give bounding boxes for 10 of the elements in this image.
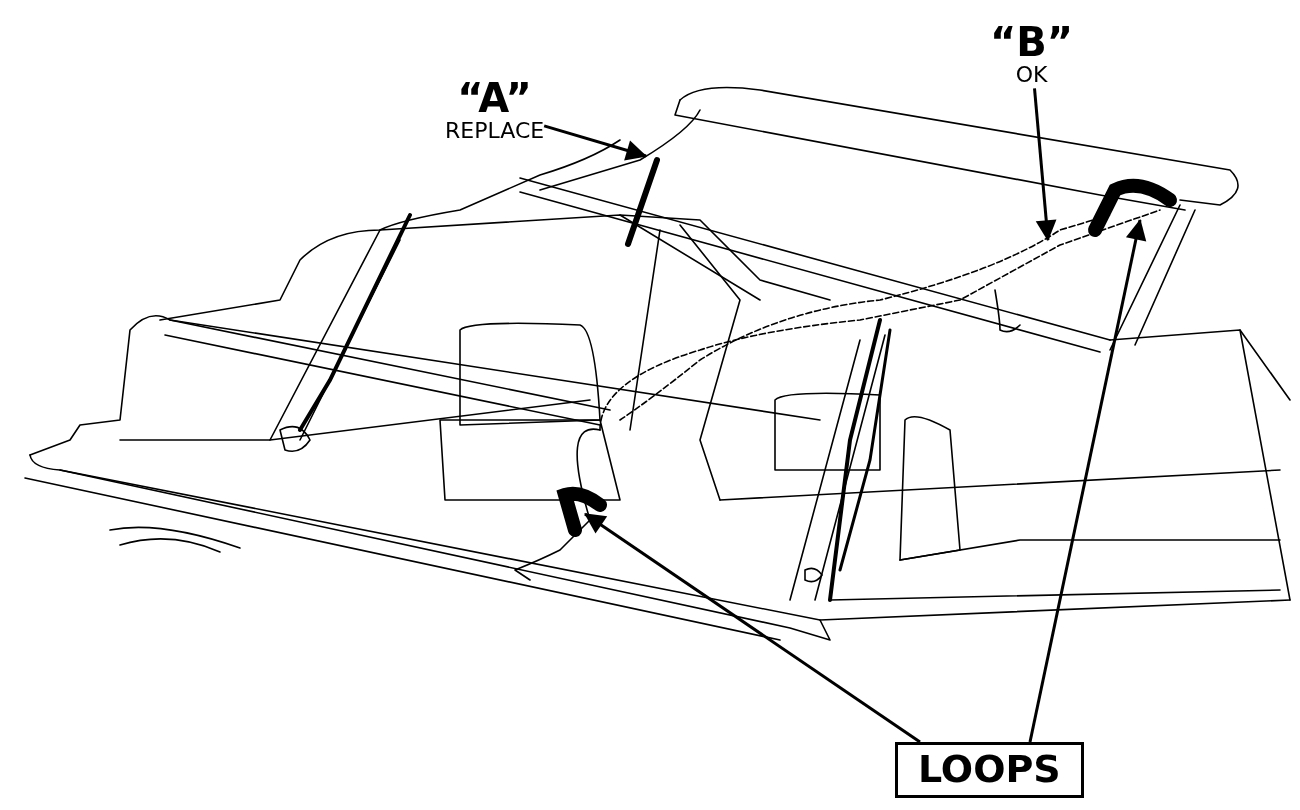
leader-arrow bbox=[1033, 88, 1057, 242]
callout-letter: “B” bbox=[990, 22, 1074, 62]
callout-note: OK bbox=[1015, 62, 1048, 89]
leader-arrow bbox=[543, 124, 648, 161]
callout-box bbox=[895, 742, 1084, 798]
leader-arrow bbox=[1028, 218, 1147, 743]
callout-letter: “A” bbox=[457, 78, 532, 118]
callout-note: REPLACE bbox=[445, 118, 545, 145]
leader-arrow bbox=[584, 512, 921, 744]
callout-label: LOOPS bbox=[918, 749, 1061, 791]
